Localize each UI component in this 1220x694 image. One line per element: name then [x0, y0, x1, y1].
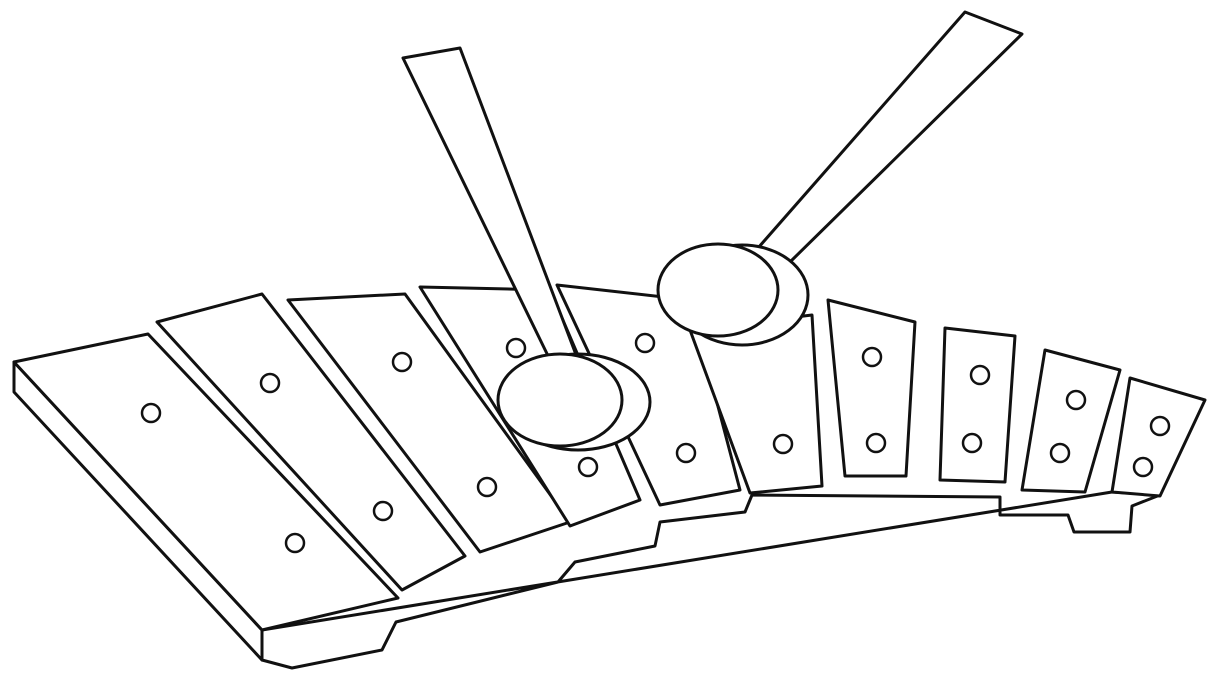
bar-hole [1149, 415, 1171, 437]
xylophone-bars [12, 283, 1207, 662]
bar-hole [505, 337, 527, 359]
mallet-head-face [656, 242, 780, 338]
mallet-right [656, 10, 1024, 347]
bar-hole [675, 442, 697, 464]
bar-hole [1049, 442, 1071, 464]
xylophone-base [260, 490, 1162, 670]
bar-hole [772, 433, 794, 455]
bar-9 [1020, 348, 1122, 494]
bar-hole [1132, 456, 1154, 478]
bar-hole [1065, 389, 1087, 411]
bar-hole [634, 332, 656, 354]
bar-1 [12, 332, 400, 662]
bar-hole [861, 346, 883, 368]
bar-7 [826, 298, 917, 478]
mallet-head-face [496, 352, 624, 448]
bar-hole [865, 432, 887, 454]
bar-hole [391, 351, 413, 373]
bar-10 [1110, 376, 1207, 498]
bar-hole [259, 372, 281, 394]
bar-hole [476, 476, 498, 498]
bar-8 [938, 326, 1017, 484]
base-outline [260, 490, 1162, 670]
bar-hole [140, 402, 162, 424]
mallet-stick [756, 10, 1024, 264]
mallet-left [401, 46, 652, 452]
bar-hole [961, 432, 983, 454]
bar-hole [372, 500, 394, 522]
bar-hole [577, 456, 599, 478]
bar-hole [284, 532, 306, 554]
bar-hole [969, 364, 991, 386]
bar-holes [140, 332, 1171, 554]
